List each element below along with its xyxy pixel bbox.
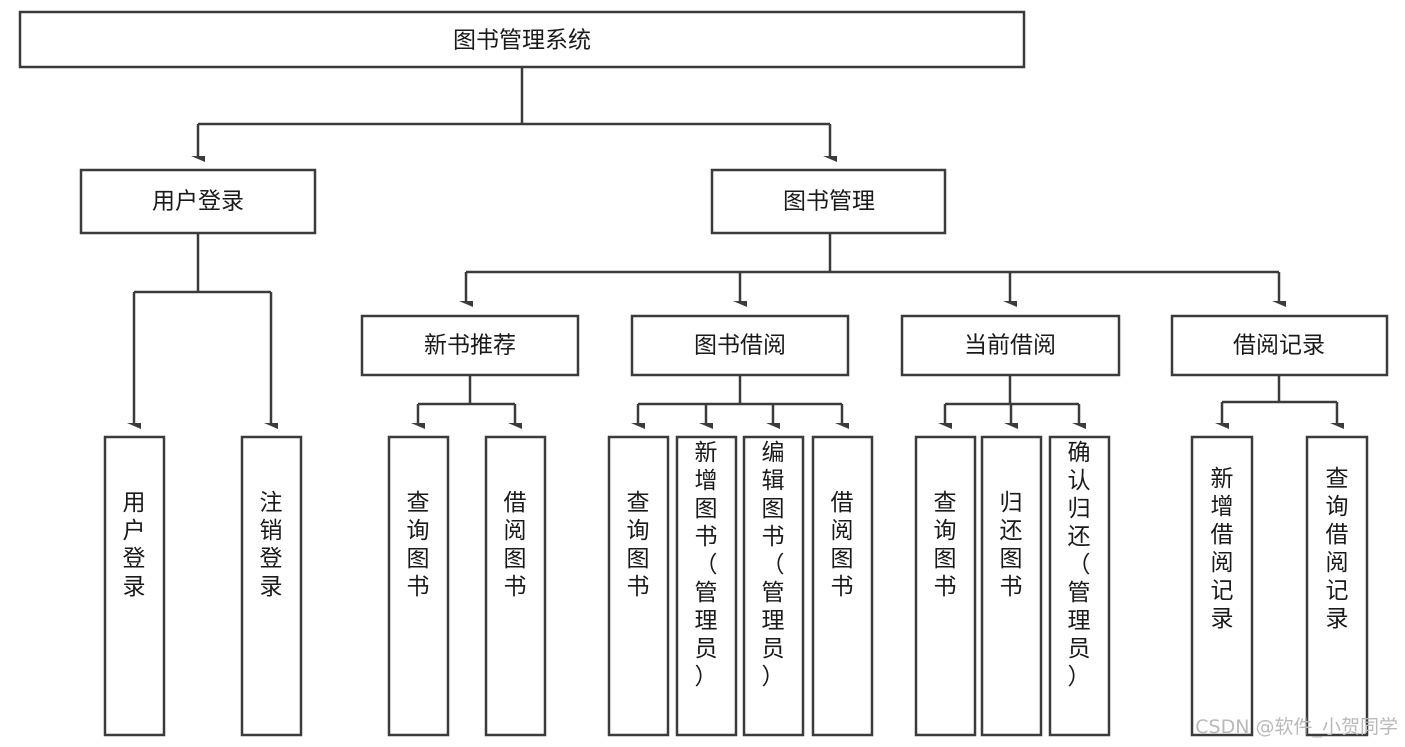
node-leaf-edit-book-box[interactable]: [742, 435, 805, 737]
node-book-borrow-label: 图书借阅: [694, 333, 786, 359]
node-leaf-return-book-box[interactable]: [980, 435, 1043, 737]
node-user-login-box[interactable]: [79, 168, 317, 235]
node-leaf-query-book-1[interactable]: 查询图书: [387, 435, 450, 737]
node-leaf-confirm-return-label: 确认归还（管理员）: [1068, 440, 1091, 690]
node-book-management-label: 图书管理: [783, 189, 875, 215]
node-leaf-query-book-2-box[interactable]: [607, 435, 670, 737]
node-current-borrow-label: 当前借阅: [964, 333, 1056, 359]
node-leaf-logout[interactable]: 注销登录: [240, 435, 303, 737]
node-leaf-add-record[interactable]: 新增借阅记录: [1190, 435, 1254, 737]
node-leaf-user-login-box[interactable]: [103, 435, 166, 737]
connector-group-current-borrow: [945, 375, 1079, 423]
node-leaf-query-record-box[interactable]: [1305, 435, 1369, 737]
node-leaf-borrow-book-2-box[interactable]: [811, 435, 874, 737]
node-leaf-query-book-1-box[interactable]: [387, 435, 450, 737]
node-current-borrow-box[interactable]: [900, 314, 1121, 377]
node-new-book-recommend-label: 新书推荐: [424, 333, 516, 359]
node-leaf-return-book-label: 归还图书: [1000, 490, 1023, 600]
connector-group-root: [198, 67, 830, 156]
node-borrow-record[interactable]: 借阅记录: [1170, 314, 1389, 377]
connector-group-borrow-record: [1222, 375, 1337, 423]
node-leaf-query-book-3[interactable]: 查询图书: [914, 435, 977, 737]
node-new-book-recommend-box[interactable]: [360, 314, 580, 377]
node-root-box[interactable]: [18, 10, 1026, 69]
node-leaf-add-book[interactable]: 新增图书（管理员）: [675, 435, 738, 737]
node-user-login-label: 用户登录: [152, 189, 244, 215]
node-leaf-borrow-book-1-box[interactable]: [484, 435, 547, 737]
node-leaf-borrow-book-2-label: 借阅图书: [831, 490, 854, 600]
node-leaf-query-book-3-label: 查询图书: [934, 490, 957, 600]
node-leaf-borrow-book-1-label: 借阅图书: [504, 490, 527, 600]
node-leaf-confirm-return[interactable]: 确认归还（管理员）: [1048, 435, 1111, 737]
node-new-book-recommend[interactable]: 新书推荐: [360, 314, 580, 377]
csdn-watermark: CSDN @软件_小贺同学: [1195, 716, 1398, 738]
node-leaf-query-record-label: 查询借阅记录: [1326, 466, 1349, 632]
node-root-label: 图书管理系统: [453, 28, 591, 54]
node-leaf-query-book-1-label: 查询图书: [407, 490, 430, 600]
node-leaf-add-record-label: 新增借阅记录: [1211, 466, 1234, 632]
node-current-borrow[interactable]: 当前借阅: [900, 314, 1121, 377]
node-leaf-borrow-book-2[interactable]: 借阅图书: [811, 435, 874, 737]
connector-group-user-login: [134, 233, 271, 423]
node-root[interactable]: 图书管理系统: [18, 10, 1026, 69]
node-leaf-query-book-3-box[interactable]: [914, 435, 977, 737]
node-leaf-user-login[interactable]: 用户登录: [103, 435, 166, 737]
connector-group-book-borrow: [638, 375, 842, 423]
node-book-management[interactable]: 图书管理: [710, 168, 947, 235]
node-leaf-user-login-label: 用户登录: [123, 490, 146, 600]
node-leaf-return-book[interactable]: 归还图书: [980, 435, 1043, 737]
node-leaf-edit-book[interactable]: 编辑图书（管理员）: [742, 435, 805, 737]
connector-group-book-management: [466, 233, 1279, 301]
node-leaf-query-record[interactable]: 查询借阅记录: [1305, 435, 1369, 737]
node-borrow-record-box[interactable]: [1170, 314, 1389, 377]
node-leaf-logout-label: 注销登录: [260, 490, 283, 600]
node-book-borrow[interactable]: 图书借阅: [630, 314, 850, 377]
node-leaf-add-record-box[interactable]: [1190, 435, 1254, 737]
node-book-management-box[interactable]: [710, 168, 947, 235]
node-leaf-add-book-label: 新增图书（管理员）: [695, 440, 718, 690]
node-leaf-query-book-2-label: 查询图书: [627, 490, 650, 600]
connector-group-new-book-recommend: [418, 375, 515, 423]
node-leaf-logout-box[interactable]: [240, 435, 303, 737]
node-leaf-add-book-box[interactable]: [675, 435, 738, 737]
node-book-borrow-box[interactable]: [630, 314, 850, 377]
node-user-login[interactable]: 用户登录: [79, 168, 317, 235]
node-leaf-query-book-2[interactable]: 查询图书: [607, 435, 670, 737]
node-leaf-edit-book-label: 编辑图书（管理员）: [762, 440, 785, 690]
node-leaf-confirm-return-box[interactable]: [1048, 435, 1111, 737]
node-borrow-record-label: 借阅记录: [1233, 333, 1325, 359]
node-leaf-borrow-book-1[interactable]: 借阅图书: [484, 435, 547, 737]
